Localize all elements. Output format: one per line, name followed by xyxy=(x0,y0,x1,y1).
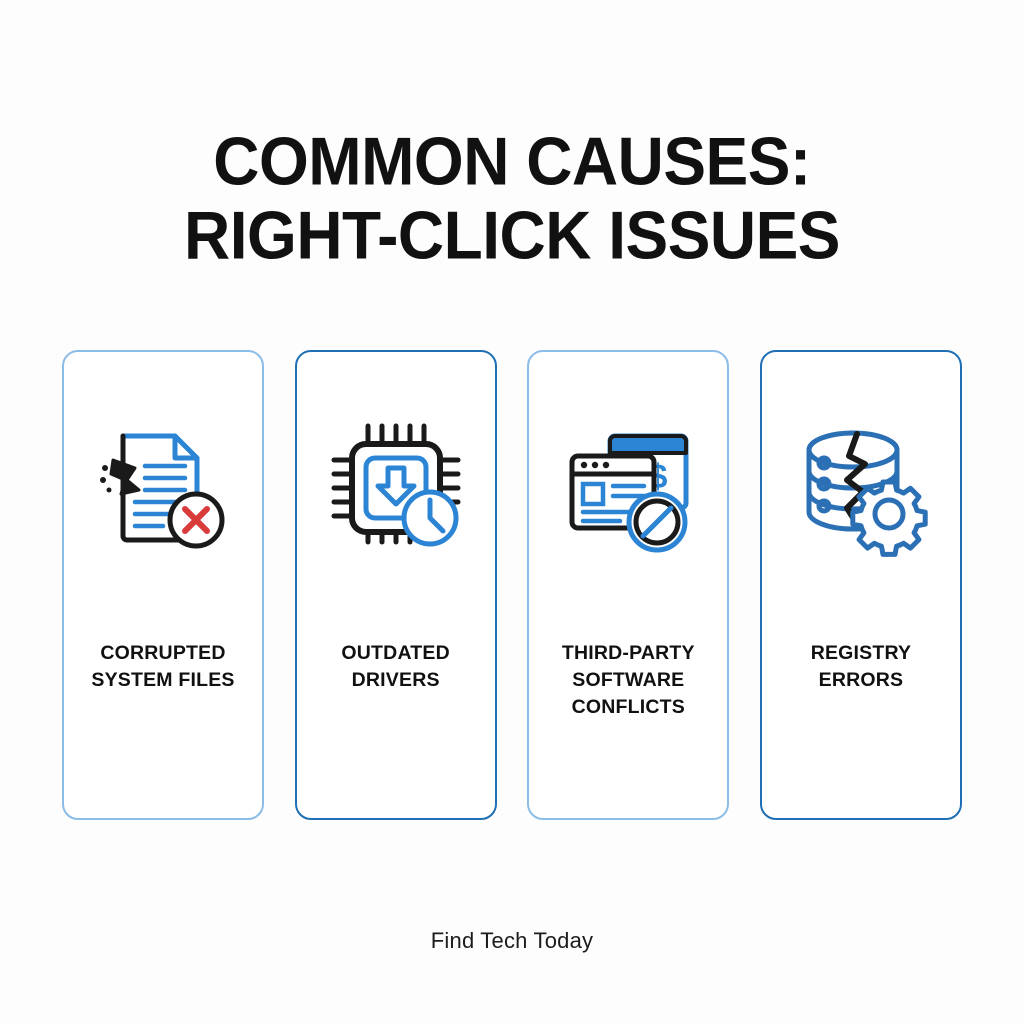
cause-card-outdated-drivers[interactable]: OUTDATED DRIVERS xyxy=(294,350,497,820)
page-title-line-2: RIGHT-CLICK ISSUES xyxy=(184,197,840,274)
broken-database-gear-icon xyxy=(806,430,928,557)
cause-card-registry-errors[interactable]: REGISTRY ERRORS xyxy=(759,350,962,820)
cause-card-label: OUTDATED DRIVERS xyxy=(341,642,450,691)
cause-card-label: REGISTRY ERRORS xyxy=(810,642,912,691)
cause-card-label: THIRD-PARTY SOFTWARE CONFLICTS xyxy=(561,642,695,718)
cause-card-corrupted-system-files[interactable]: CORRUPTED SYSTEM FILES xyxy=(62,350,264,820)
page-title-line-1: COMMON CAUSES: xyxy=(213,123,811,200)
cpu-chip-download-clock-icon xyxy=(331,423,461,547)
corrupted-document-icon xyxy=(100,433,225,549)
cause-card-label: CORRUPTED SYSTEM FILES xyxy=(91,642,235,691)
software-windows-blocked-icon: $ xyxy=(569,433,689,553)
footer-brand: Find Tech Today xyxy=(430,928,594,953)
cause-card-third-party-software-conflicts[interactable]: $ THIRD-PARTY SOFTWARE CONFLICTS xyxy=(527,350,730,820)
page-title: COMMON CAUSES: RIGHT-CLICK ISSUES xyxy=(0,122,1024,273)
causes-card-row: CORRUPTED SYSTEM FILES xyxy=(62,350,962,820)
